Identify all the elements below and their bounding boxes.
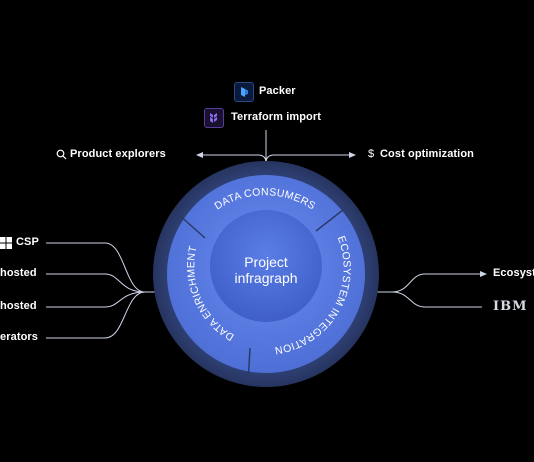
right-item-label-ecosystem: Ecosyst <box>493 267 534 279</box>
arrow-right-consumer <box>349 152 356 158</box>
center-title-line2: infragraph <box>234 270 297 286</box>
left-connector-3 <box>46 291 146 308</box>
arrow-left-consumer <box>196 152 203 158</box>
windows-icon <box>0 237 12 249</box>
cost-optimization-label: Cost optimization <box>380 148 474 160</box>
left-item-label-operators: erators <box>0 331 38 343</box>
right-connector-1 <box>391 273 482 293</box>
center-title-line1: Project <box>244 254 288 270</box>
left-connector-4 <box>46 291 146 339</box>
left-item-label-hosted-1: hosted <box>0 267 37 279</box>
ibm-logo: IBM <box>493 299 528 314</box>
left-item-label-csp: CSP <box>16 236 39 248</box>
search-icon <box>56 149 67 160</box>
dollar-icon: $ <box>368 148 375 160</box>
product-explorers-label: Product explorers <box>70 148 166 160</box>
terraform-icon <box>204 108 224 128</box>
packer-label: Packer <box>259 85 296 97</box>
inner-circle <box>210 210 322 322</box>
packer-icon <box>234 82 254 102</box>
left-connector-1 <box>46 242 146 293</box>
left-item-label-hosted-2: hosted <box>0 300 37 312</box>
left-connector-2 <box>46 273 146 293</box>
terraform-label: Terraform import <box>231 111 322 123</box>
ring-dividers <box>177 205 349 384</box>
arrow-right-1 <box>480 271 487 277</box>
right-connector-2 <box>391 291 482 308</box>
